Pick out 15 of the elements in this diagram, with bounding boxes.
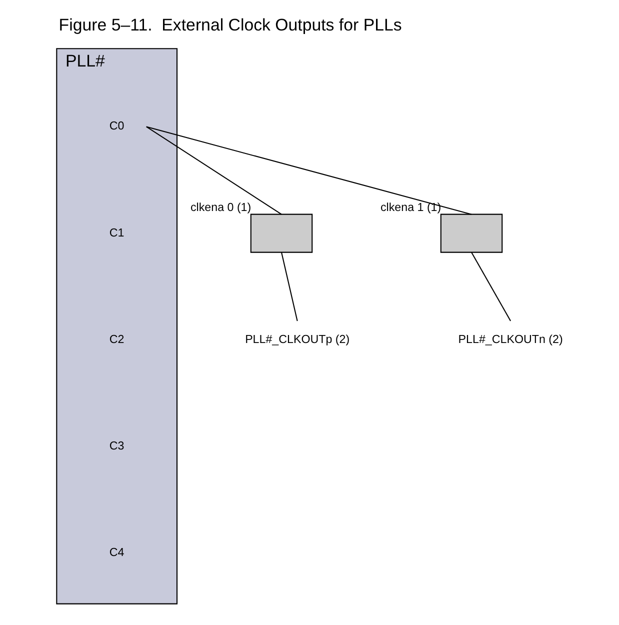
diagram-title: Figure 5–11. External Clock Outputs for PLLs bbox=[58, 15, 402, 34]
connector bbox=[146, 126, 282, 215]
node-text: PLL#_CLKOUTp (2) bbox=[244, 332, 350, 346]
connector bbox=[146, 126, 472, 215]
connector bbox=[470, 252, 511, 322]
label: C4 bbox=[108, 546, 124, 560]
label: C2 bbox=[108, 332, 124, 346]
node-text: C0 bbox=[108, 120, 124, 133]
node-box bbox=[250, 214, 312, 253]
label: C3 bbox=[108, 440, 124, 453]
label: C1 bbox=[108, 226, 124, 240]
connector bbox=[280, 252, 298, 322]
node-text: PLL#_CLKOUTn (2) bbox=[458, 332, 562, 346]
node-box bbox=[440, 214, 502, 253]
node-label: clkena 0 (1) bbox=[190, 200, 251, 214]
